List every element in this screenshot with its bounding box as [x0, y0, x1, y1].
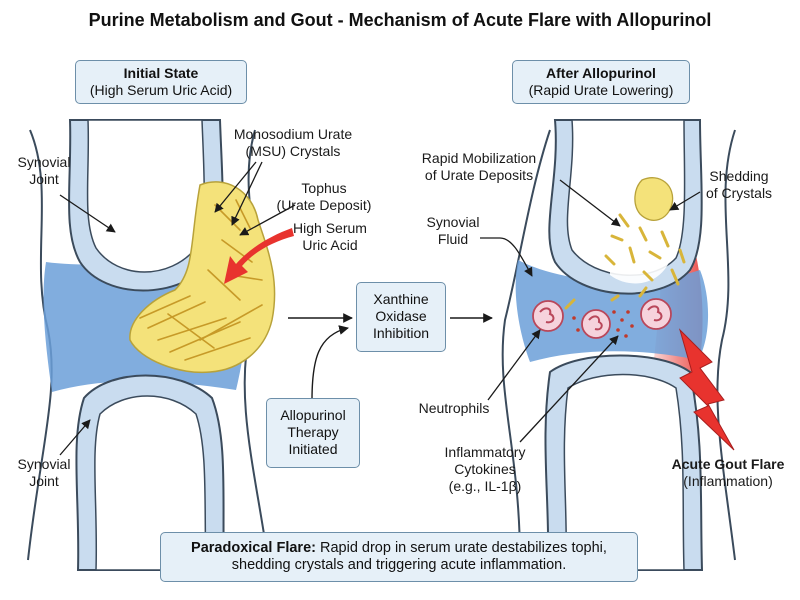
box-line: Allopurinol — [280, 407, 346, 423]
label-neutrophils: Neutrophils — [418, 400, 490, 416]
neutrophil — [581, 309, 611, 339]
label-line: Acute Gout Flare — [671, 456, 785, 472]
arrow-msu-2 — [231, 161, 263, 226]
arrow-synovial-joint-bottom — [59, 419, 91, 456]
allopurinol-therapy-box: Allopurinol Therapy Initiated — [266, 398, 360, 468]
label-line: Joint — [29, 171, 59, 187]
footer-line-2: shedding crystals and triggering acute i… — [231, 557, 567, 573]
label-rapid-mobilization: Rapid Mobilization of Urate Deposits — [404, 150, 554, 184]
label-line: Synovial — [17, 456, 71, 472]
paradoxical-flare-footer: Paradoxical Flare: Rapid drop in serum u… — [160, 532, 638, 582]
cytokine-dots — [572, 310, 634, 338]
box-line: Therapy — [287, 424, 339, 440]
label-high-serum-uric-acid: High Serum Uric Acid — [282, 220, 378, 254]
label-msu-crystals: Monosodium Urate (MSU) Crystals — [228, 126, 358, 160]
label-line: High Serum — [293, 220, 367, 236]
label-synovial-joint-bottom: Synovial Joint — [8, 456, 80, 490]
right-joint-capsule-right — [716, 129, 736, 561]
label-line: Monosodium Urate — [233, 126, 353, 142]
left-state-header: Initial State (High Serum Uric Acid) — [75, 60, 247, 104]
label-line: Inflammatory — [444, 444, 526, 460]
label-tophus: Tophus (Urate Deposit) — [262, 180, 386, 214]
left-header-subtitle: (High Serum Uric Acid) — [89, 82, 233, 98]
footer-line-1: Paradoxical Flare: Rapid drop in serum u… — [161, 540, 637, 557]
label-line: Synovial — [17, 154, 71, 170]
right-header-subtitle: (Rapid Urate Lowering) — [528, 82, 674, 98]
xanthine-oxidase-box: Xanthine Oxidase Inhibition — [356, 282, 446, 352]
right-state-header: After Allopurinol (Rapid Urate Lowering) — [512, 60, 690, 104]
label-line: Uric Acid — [302, 237, 358, 253]
left-header-title: Initial State — [123, 65, 199, 81]
arrow-synovial-fluid — [480, 237, 533, 277]
arrow-tophus — [239, 204, 296, 236]
arrow-synovial-joint-top — [59, 194, 116, 233]
arrow-allopurinol-up — [311, 325, 349, 401]
label-line: (e.g., IL-1β) — [448, 478, 522, 494]
diagram-title: Purine Metabolism and Gout - Mechanism o… — [88, 10, 712, 30]
label-shedding-of-crystals: Shedding of Crystals — [694, 168, 784, 202]
lightning-bolt-icon — [678, 328, 735, 451]
left-joint — [27, 119, 276, 571]
label-line: (Urate Deposit) — [276, 197, 372, 213]
box-line: Oxidase — [375, 308, 427, 324]
right-joint — [501, 119, 736, 571]
neutrophil — [640, 298, 672, 330]
footer-bold-label: Paradoxical Flare: — [191, 540, 316, 556]
left-tophus — [129, 181, 276, 374]
crystal-fragments — [604, 213, 686, 286]
neutrophil-cells — [532, 298, 672, 339]
label-line: of Crystals — [705, 185, 773, 201]
footer-text-1: Rapid drop in serum urate destabilizes t… — [315, 540, 607, 556]
box-line: Inhibition — [372, 325, 430, 341]
box-line: Initiated — [288, 441, 338, 457]
label-line: Synovial — [426, 214, 480, 230]
red-arrow-high-serum — [224, 228, 294, 284]
label-synovial-joint-top: Synovial Joint — [8, 154, 80, 188]
label-line: Rapid Mobilization — [421, 150, 537, 166]
box-line: Xanthine — [373, 291, 429, 307]
label-acute-gout-flare: Acute Gout Flare (Inflammation) — [664, 456, 792, 490]
right-joint-capsule — [501, 129, 551, 561]
neutrophil — [532, 300, 564, 332]
arrow-cytokines — [519, 335, 619, 443]
right-tophus-fragment — [634, 177, 674, 221]
label-synovial-fluid: Synovial Fluid — [418, 214, 488, 248]
label-line: Fluid — [437, 231, 469, 247]
arrow-rapid-mobilization — [559, 179, 621, 227]
label-line: (MSU) Crystals — [245, 143, 341, 159]
arrow-shedding — [669, 191, 701, 211]
arrow-neutrophils — [487, 329, 541, 401]
right-header-title: After Allopurinol — [546, 65, 656, 81]
label-line: Joint — [29, 473, 59, 489]
label-inflammatory-cytokines: Inflammatory Cytokines (e.g., IL-1β) — [430, 444, 540, 495]
label-line: Tophus — [301, 180, 347, 196]
label-line: of Urate Deposits — [424, 167, 534, 183]
label-line: Shedding — [709, 168, 769, 184]
arrow-msu-1 — [214, 161, 257, 213]
label-line: (Inflammation) — [683, 473, 773, 489]
label-line: Cytokines — [454, 461, 516, 477]
